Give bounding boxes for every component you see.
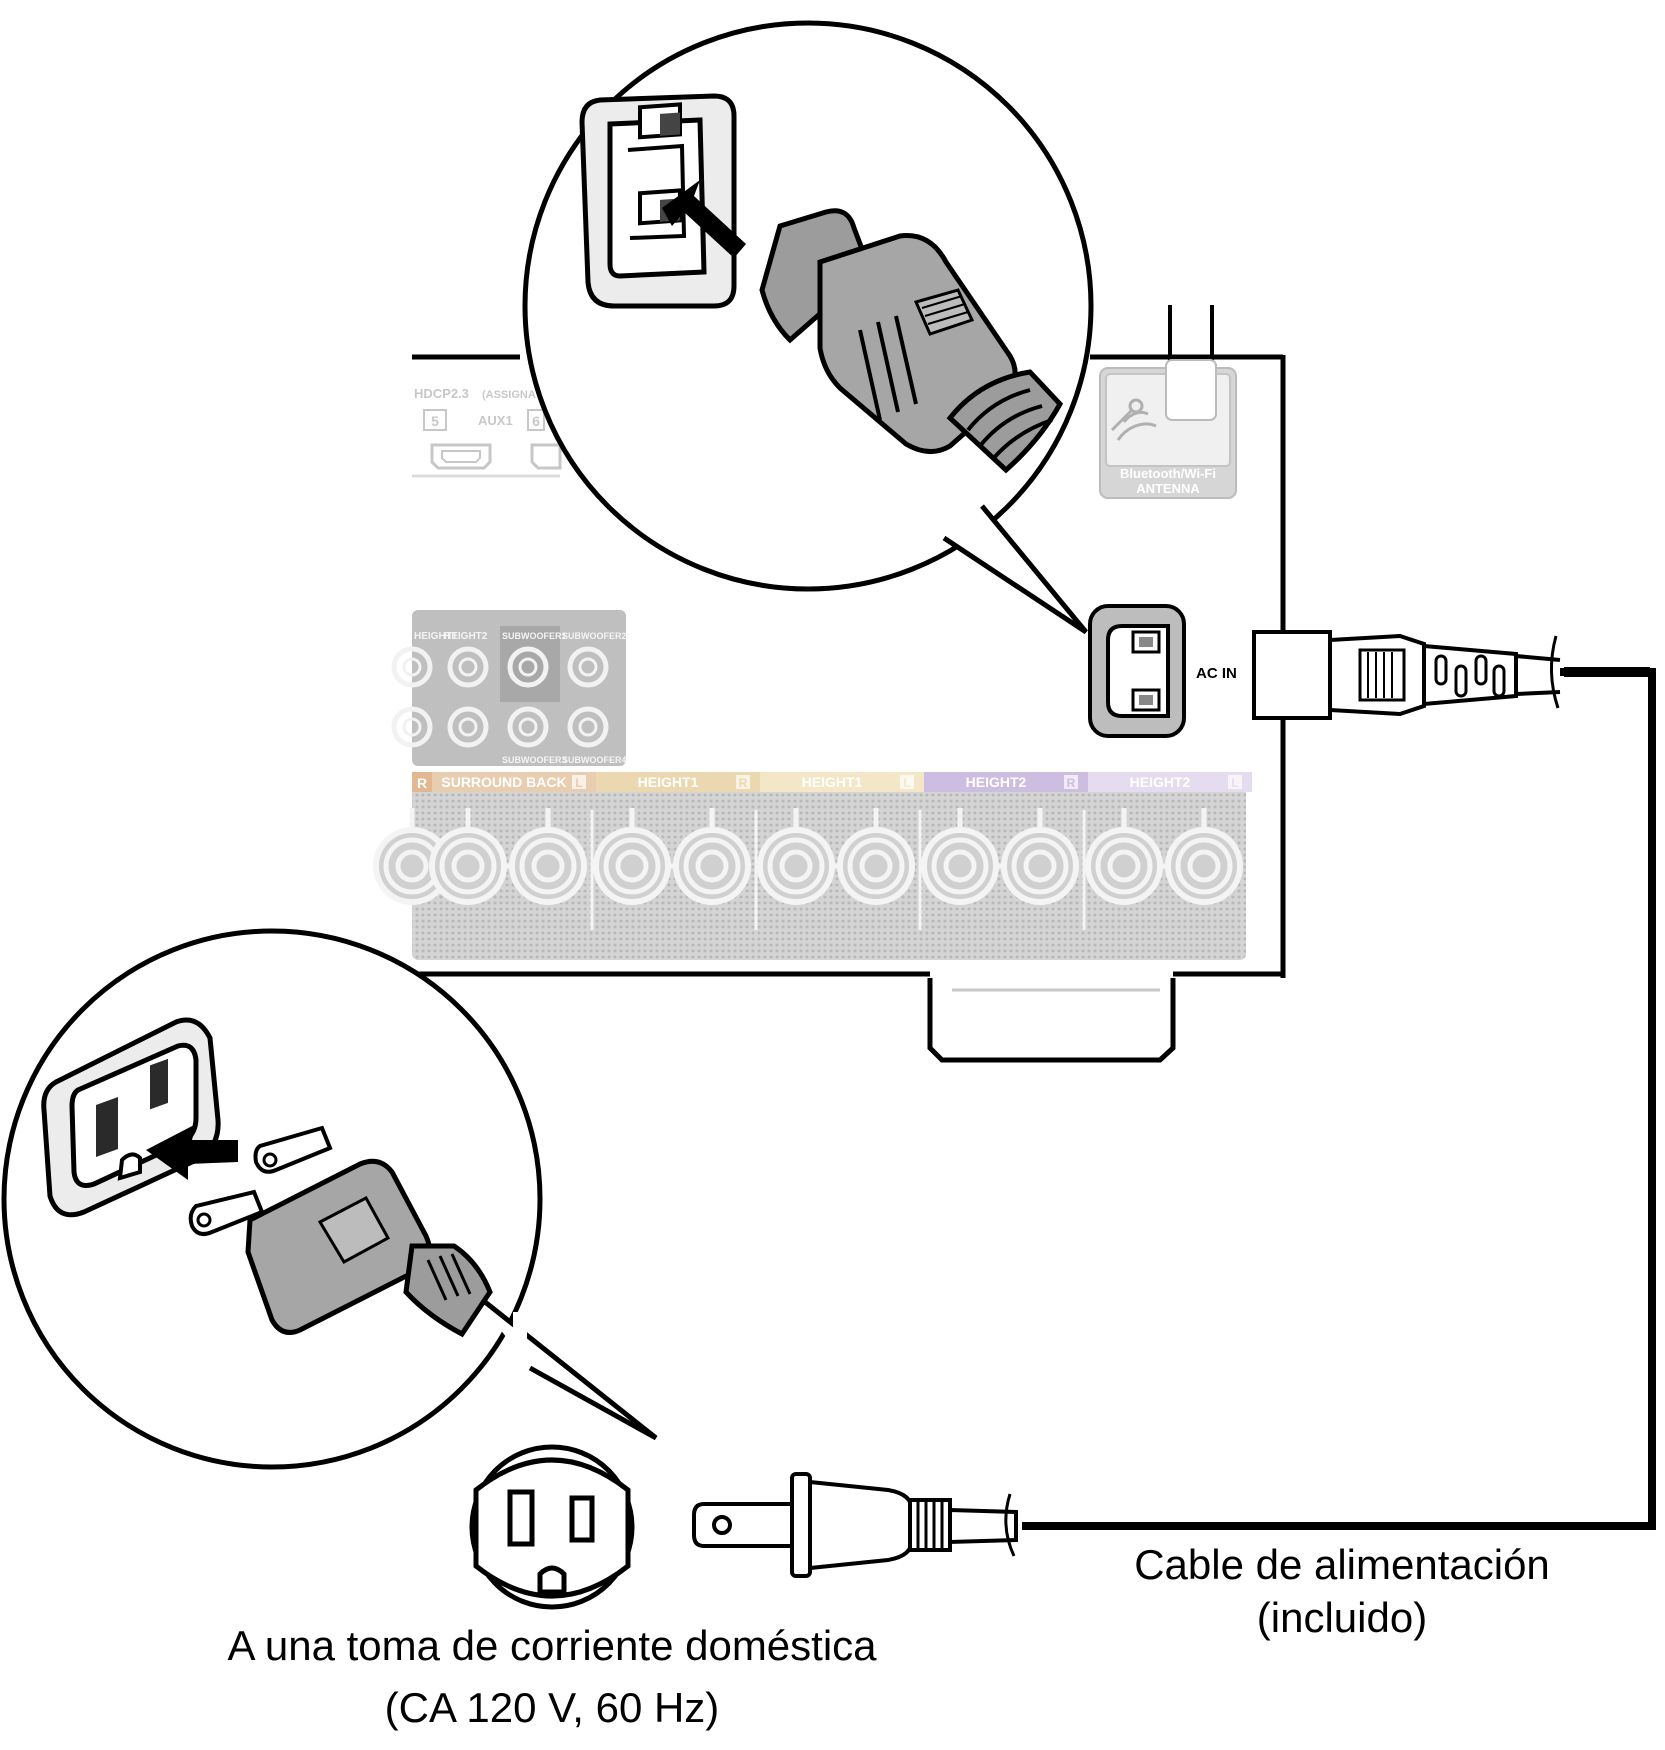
- iec-inlet-icon: [579, 93, 737, 309]
- ac-in-inlet: AC IN: [1088, 604, 1237, 738]
- speaker-channel-text: HEIGHT2: [966, 774, 1027, 790]
- push-arrow-icon: [662, 180, 746, 258]
- cable-caption-line1: Cable de alimentación: [1134, 1541, 1550, 1588]
- ac-in-label: AC IN: [1196, 665, 1237, 682]
- antenna-connector: Bluetooth/Wi-Fi ANTENNA: [1099, 305, 1237, 499]
- two-prong-plug-closeup: [188, 1125, 493, 1338]
- aux-number: 6: [532, 413, 540, 429]
- antenna-label-line1: Bluetooth/Wi-Fi: [1120, 466, 1216, 481]
- speaker-channel-label: HEIGHT2 R: [924, 772, 1088, 792]
- speaker-channel-text: HEIGHT2: [1130, 774, 1191, 790]
- speaker-terminal: [921, 808, 999, 905]
- push-arrow-icon: [146, 1124, 238, 1180]
- speaker-terminal: [837, 808, 915, 905]
- outlet-caption-line2: (CA 120 V, 60 Hz): [385, 1684, 720, 1731]
- speaker-channel-label: SURROUND BACK L: [432, 772, 596, 792]
- speaker-channel-text: SURROUND BACK: [441, 774, 566, 790]
- hdcp-label: HDCP2.3: [414, 386, 469, 401]
- speaker-terminal: [1165, 808, 1243, 905]
- pre-out-label-height2: HEIGHT2: [444, 631, 488, 642]
- speaker-channel-label: HEIGHT2 L: [1088, 772, 1252, 792]
- speaker-channel-badge: L: [903, 776, 910, 790]
- speaker-terminal: [373, 808, 451, 905]
- speaker-channel-badge: L: [1231, 776, 1238, 790]
- speaker-channel-badge: R: [1067, 776, 1076, 790]
- pre-out-label-sub2: SUBWOOFER2: [562, 631, 627, 641]
- cable-caption-line2: (incluido): [1257, 1594, 1427, 1641]
- aux-label: AUX1: [478, 413, 513, 428]
- speaker-channel-text: HEIGHT1: [802, 774, 863, 790]
- pre-out-label-sub4: SUBWOOFER4: [562, 755, 627, 765]
- speaker-channel-text: HEIGHT1: [638, 774, 699, 790]
- assign-label: (ASSIGNA: [482, 389, 536, 401]
- speaker-terminal: [1001, 808, 1079, 905]
- hdmi-input-area: HDCP2.3 (ASSIGNA 5 AUX1 6: [412, 386, 562, 478]
- iec-plug-icon: [1252, 630, 1561, 720]
- speaker-channel-badge: R: [739, 776, 748, 790]
- outlet-zoom-callout: [1, 928, 658, 1470]
- speaker-terminal-block: R SURROUND BACK L HEIGHT1 R HEIGHT1 L HEIGHT2 R…: [373, 772, 1252, 960]
- pre-out-block: HEIGHT1 HEIGHT2 SUBWOOFER1 SUBWOOFER2 SU…: [391, 610, 627, 766]
- outlet-caption-line1: A una toma de corriente doméstica: [227, 1622, 877, 1669]
- speaker-channel-badge: L: [575, 776, 582, 790]
- inlet-zoom-callout: [522, 20, 1094, 635]
- speaker-terminal: [429, 808, 507, 905]
- pre-out-label-sub3: SUBWOOFER3: [502, 755, 567, 765]
- pre-out-label-sub1: SUBWOOFER1: [502, 631, 567, 641]
- iec-plug-closeup: [759, 208, 1064, 474]
- speaker-terminal: [509, 808, 587, 905]
- hdmi-input-number: 5: [431, 413, 439, 429]
- receiver-rear-panel: HDCP2.3 (ASSIGNA 5 AUX1 6 Bluetoot: [373, 305, 1286, 1063]
- speaker-channel-label: HEIGHT1 L: [760, 772, 924, 792]
- left-cut-badge: R: [417, 775, 427, 791]
- speaker-channel-label: HEIGHT1 R: [596, 772, 760, 792]
- pre-out-label-height1: HEIGHT1: [414, 631, 458, 642]
- wall-outlet-icon: [469, 1444, 635, 1610]
- antenna-icon: [1110, 398, 1157, 441]
- speaker-terminals: [373, 808, 1243, 930]
- speaker-terminal: [673, 808, 751, 905]
- two-prong-plug-icon: [692, 1472, 1018, 1578]
- antenna-label-line2: ANTENNA: [1136, 481, 1200, 496]
